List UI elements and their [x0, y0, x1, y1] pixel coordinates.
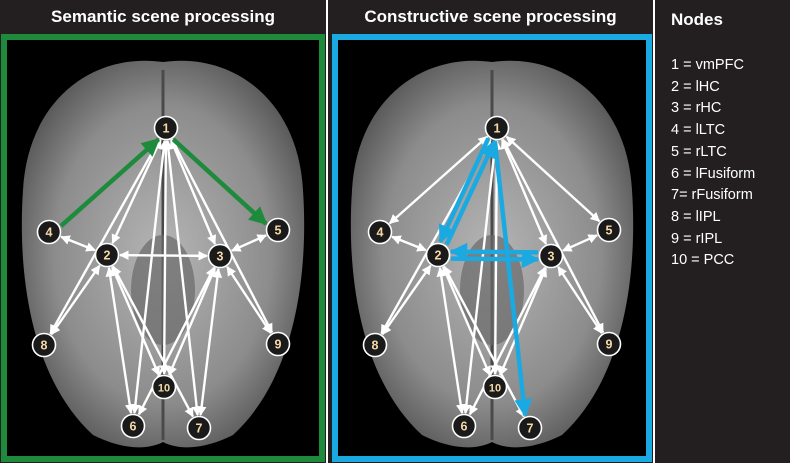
connection-edge [443, 265, 525, 418]
node-circle [151, 374, 177, 400]
node-label: 8 [41, 339, 48, 353]
semantic-panel: Semantic scene processing 1 2 3 4 5 6 7 8 9 10 [0, 0, 326, 463]
node-circle [362, 332, 388, 358]
node-circle [153, 115, 179, 141]
constructive-panel-title: Constructive scene processing [364, 7, 617, 26]
highlighted-connection-edge [444, 139, 497, 246]
node-circle [94, 242, 120, 268]
connection-edge [391, 235, 427, 252]
node-7: 7 [186, 415, 212, 441]
node-label: 8 [372, 339, 379, 353]
connection-edge [226, 266, 272, 334]
node-10: 10 [482, 374, 508, 400]
node-label: 7 [527, 422, 534, 436]
legend-item: 4 = lLTC [671, 122, 726, 139]
node-9: 9 [596, 331, 622, 357]
node-9: 9 [265, 331, 291, 357]
highlighted-connection-edge [59, 137, 161, 228]
node-2: 2 [94, 242, 120, 268]
node-8: 8 [31, 332, 57, 358]
legend-item: 5 = rLTC [671, 143, 727, 160]
node-circle [120, 413, 146, 439]
node-label: 10 [158, 383, 170, 395]
node-label: 2 [435, 249, 442, 263]
node-3: 3 [207, 243, 233, 269]
connection-edge [137, 266, 216, 416]
node-label: 2 [104, 249, 111, 263]
node-label: 7 [196, 422, 203, 436]
legend-item: 7= rFusiform [671, 187, 753, 204]
node-label: 1 [163, 122, 170, 136]
node-6: 6 [120, 413, 146, 439]
constructive-brain-diagram: 1 2 3 4 5 6 7 8 9 10 [350, 60, 634, 448]
legend-item: 9 = rIPL [671, 230, 723, 247]
node-label: 1 [494, 122, 501, 136]
node-label: 10 [489, 383, 501, 395]
node-5: 5 [265, 217, 291, 243]
connection-edge [230, 234, 268, 252]
connection-edge [557, 266, 603, 334]
connection-edge [60, 235, 96, 252]
node-circle [596, 331, 622, 357]
highlighted-connection-edge [449, 242, 539, 261]
node-circle [265, 331, 291, 357]
node-2: 2 [425, 242, 451, 268]
node-8: 8 [362, 332, 388, 358]
highlighted-connection-edge [450, 250, 540, 269]
connection-edge [119, 250, 208, 261]
nodes-legend: Nodes 1 = vmPFC 2 = lHC 3 = rHC 4 = lLTC… [655, 0, 790, 463]
node-1: 1 [484, 115, 510, 141]
node-7: 7 [517, 415, 543, 441]
node-3: 3 [538, 243, 564, 269]
legend-item: 6 = lFusiform [671, 165, 756, 182]
connection-edge [50, 264, 101, 336]
semantic-panel-title: Semantic scene processing [51, 7, 275, 26]
node-circle [31, 332, 57, 358]
brain-midbrain-region [131, 235, 195, 345]
node-label: 9 [275, 338, 282, 352]
node-circle [207, 243, 233, 269]
node-circle [186, 415, 212, 441]
legend-item: 3 = rHC [671, 100, 722, 117]
node-5: 5 [596, 217, 622, 243]
semantic-brain-diagram: 1 2 3 4 5 6 7 8 9 10 [21, 60, 305, 448]
node-4: 4 [367, 219, 393, 245]
node-label: 5 [606, 224, 613, 238]
semantic-diagram-frame: 1 2 3 4 5 6 7 8 9 10 [1, 34, 325, 462]
node-10: 10 [151, 374, 177, 400]
node-circle [482, 374, 508, 400]
node-circle [538, 243, 564, 269]
node-circle [265, 217, 291, 243]
legend-item: 10 = PCC [671, 252, 735, 269]
connection-edge [561, 234, 599, 252]
legend-item: 2 = lHC [671, 78, 720, 95]
highlighted-connection-edge [171, 137, 268, 226]
node-label: 4 [46, 226, 53, 240]
node-circle [517, 415, 543, 441]
node-label: 9 [606, 338, 613, 352]
node-label: 6 [461, 420, 468, 434]
node-circle [425, 242, 451, 268]
legend-item: 8 = lIPL [671, 208, 721, 225]
node-label: 3 [548, 250, 555, 264]
constructive-diagram-frame: 1 2 3 4 5 6 7 8 9 10 [332, 34, 652, 462]
connection-edge [381, 264, 432, 336]
highlighted-connection-edge [492, 141, 533, 418]
node-label: 6 [130, 420, 137, 434]
legend-title: Nodes [671, 10, 723, 29]
node-label: 5 [275, 224, 282, 238]
legend-item: 1 = vmPFC [671, 57, 744, 73]
node-label: 4 [377, 226, 384, 240]
node-circle [367, 219, 393, 245]
node-circle [484, 115, 510, 141]
node-4: 4 [36, 219, 62, 245]
node-circle [596, 217, 622, 243]
node-label: 3 [217, 250, 224, 264]
node-circle [451, 413, 477, 439]
node-1: 1 [153, 115, 179, 141]
node-circle [36, 219, 62, 245]
legend-list: 1 = vmPFC 2 = lHC 3 = rHC 4 = lLTC 5 = r… [671, 55, 755, 272]
node-6: 6 [451, 413, 477, 439]
